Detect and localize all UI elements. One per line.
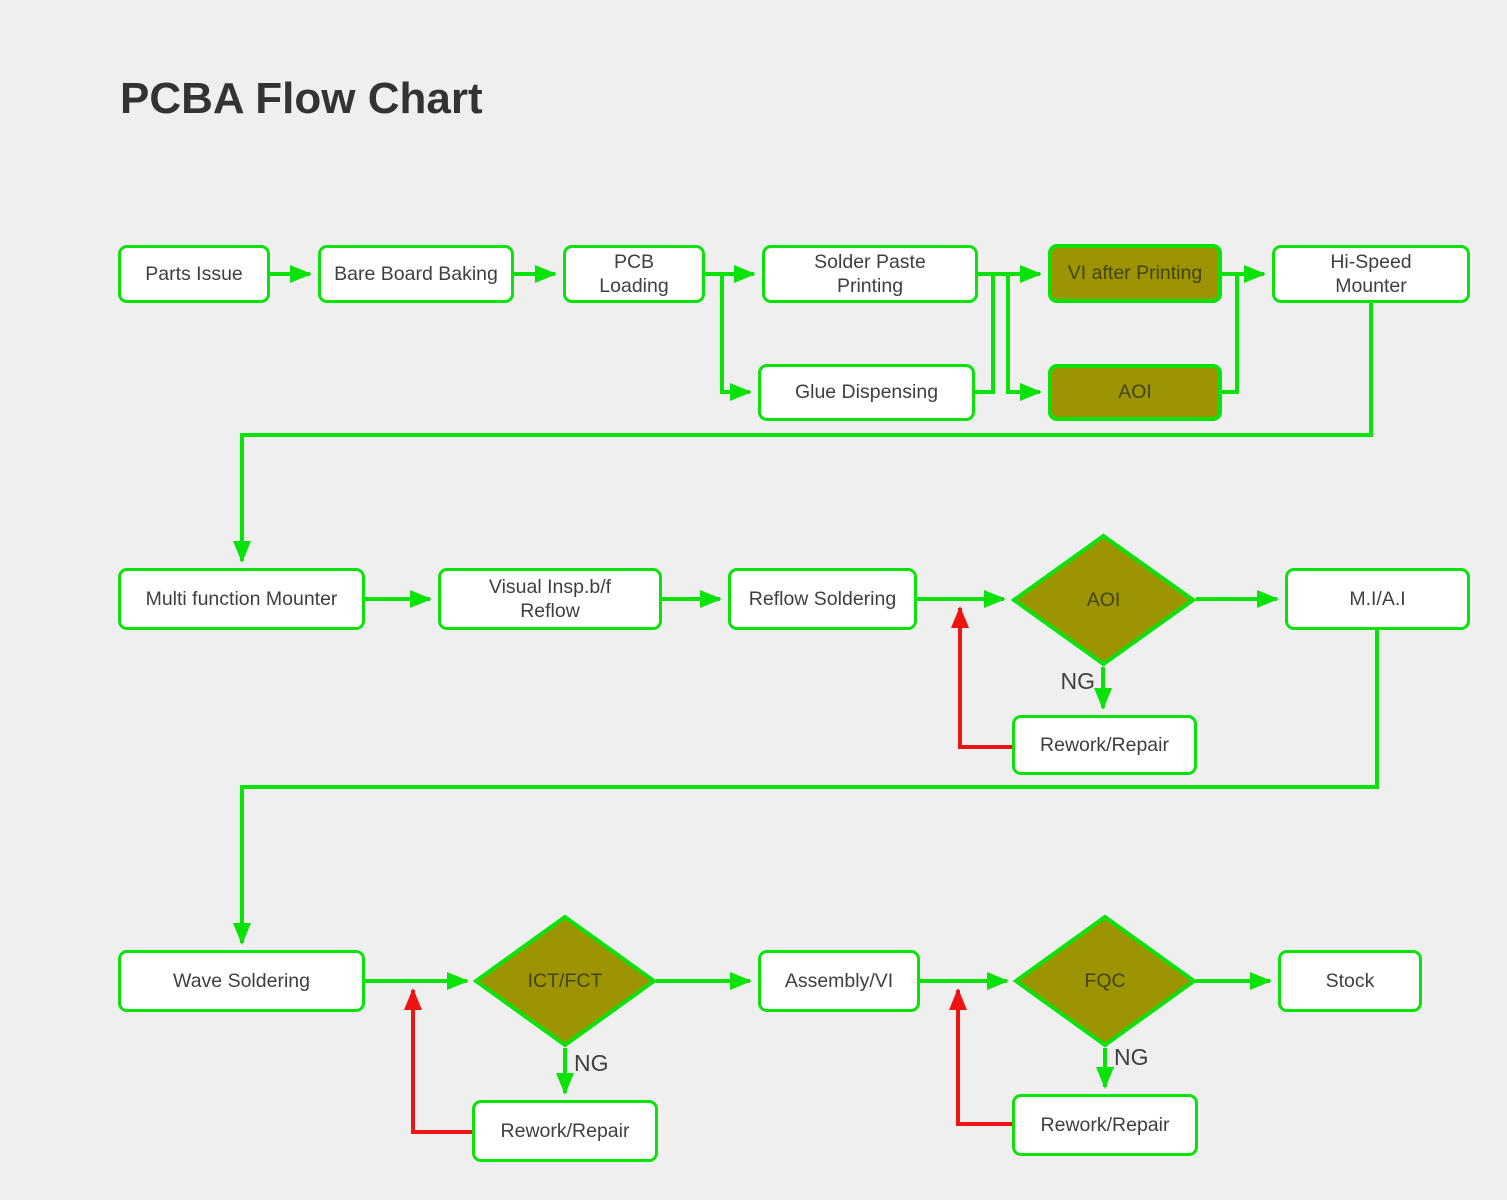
node-fqc-decision: FQC — [1013, 914, 1197, 1048]
node-label: Rework/Repair — [500, 1119, 630, 1142]
node-label: VI after Printing — [1067, 262, 1203, 285]
node-label: AOI — [1086, 588, 1121, 611]
node-bare-board-baking: Bare Board Baking — [318, 245, 514, 303]
node-rework-repair-aoi: Rework/Repair — [1012, 715, 1197, 775]
node-label: Stock — [1325, 969, 1375, 992]
edge-mi-ai-to-wave-soldering — [233, 630, 1379, 945]
node-rework-repair-fqc: Rework/Repair — [1012, 1094, 1198, 1156]
diamond-shape — [1011, 533, 1196, 667]
node-ict-fct-decision: ICT/FCT — [473, 914, 657, 1048]
node-label: Parts Issue — [145, 262, 243, 285]
ng-label-fqc: NG — [1114, 1044, 1149, 1070]
edge-hi-speed-mounter-to-multi-function-mounter — [233, 303, 1373, 563]
edge-rework-repair-aoi-feedback — [951, 606, 1012, 749]
node-glue-dispensing: Glue Dispensing — [758, 364, 975, 421]
diamond-shape — [1013, 914, 1197, 1048]
node-label: Bare Board Baking — [334, 262, 498, 285]
node-vi-after-printing: VI after Printing — [1048, 244, 1222, 303]
node-label: ICT/FCT — [527, 969, 603, 992]
edge-pcb-loading-to-glue-dispensing — [720, 274, 752, 401]
node-aoi-decision: AOI — [1011, 533, 1196, 667]
node-label: Hi-Speed Mounter — [1330, 250, 1412, 297]
node-pcb-loading: PCB Loading — [563, 245, 705, 303]
node-label: Rework/Repair — [1040, 733, 1169, 756]
edge-branch-to-aoi-inline — [1006, 274, 1042, 401]
edge-rework-repair-ict-feedback — [404, 988, 472, 1134]
node-hi-speed-mounter: Hi-Speed Mounter — [1272, 245, 1470, 303]
node-reflow-soldering: Reflow Soldering — [728, 568, 917, 630]
node-label: Reflow Soldering — [748, 587, 897, 610]
node-label: Wave Soldering — [173, 969, 310, 992]
node-label: PCB Loading — [599, 250, 669, 297]
node-stock: Stock — [1278, 950, 1422, 1012]
node-label: Solder Paste Printing — [814, 250, 926, 297]
node-visual-insp-bf-reflow: Visual Insp.b/f Reflow — [438, 568, 662, 630]
ng-label-ict: NG — [574, 1050, 609, 1076]
edge-rework-repair-fqc-feedback — [949, 988, 1012, 1126]
node-solder-paste-printing: Solder Paste Printing — [762, 245, 978, 303]
ng-label-aoi: NG — [1060, 668, 1096, 694]
page-title: PCBA Flow Chart — [120, 74, 483, 123]
node-label: M.I/A.I — [1349, 587, 1406, 610]
diamond-shape — [473, 914, 657, 1048]
node-mi-ai: M.I/A.I — [1285, 568, 1470, 630]
node-parts-issue: Parts Issue — [118, 245, 270, 303]
node-label: AOI — [1118, 381, 1152, 404]
node-assembly-vi: Assembly/VI — [758, 950, 920, 1012]
node-multi-function-mounter: Multi function Mounter — [118, 568, 365, 630]
edge-aoi-inline-join — [1222, 276, 1239, 394]
node-label: Visual Insp.b/f Reflow — [488, 575, 612, 622]
node-label: Rework/Repair — [1040, 1113, 1170, 1136]
node-rework-repair-ict: Rework/Repair — [472, 1100, 658, 1162]
node-label: FQC — [1084, 969, 1126, 992]
node-label: Glue Dispensing — [794, 381, 939, 404]
node-aoi-inline: AOI — [1048, 364, 1222, 421]
node-wave-soldering: Wave Soldering — [118, 950, 365, 1012]
node-label: Assembly/VI — [784, 969, 894, 992]
node-label: Multi function Mounter — [145, 587, 338, 610]
